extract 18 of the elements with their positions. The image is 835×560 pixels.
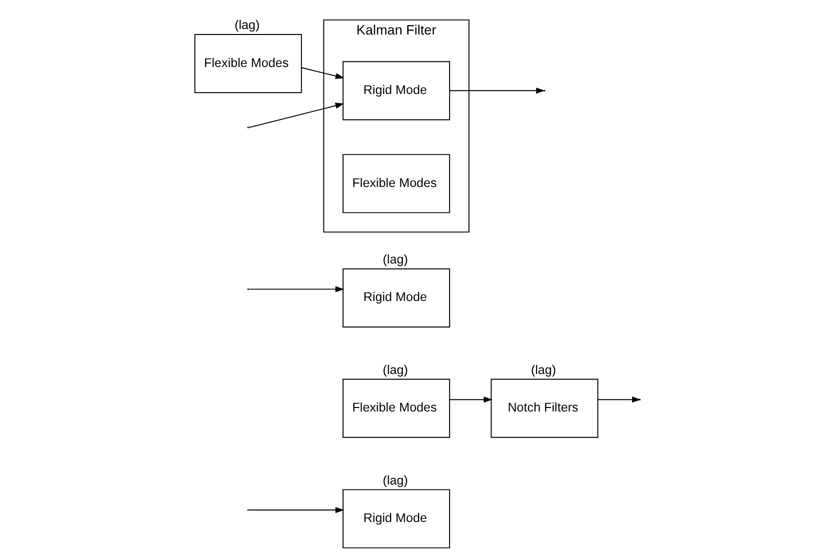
node-box: Rigid Mode xyxy=(342,489,450,548)
node-box: Rigid Mode xyxy=(342,268,450,328)
node-box: Flexible Modes xyxy=(342,378,450,438)
node-box: Flexible Modes xyxy=(194,34,302,94)
node-box: Rigid Mode xyxy=(342,61,450,120)
arrow xyxy=(248,102,344,128)
arrow xyxy=(301,67,344,80)
node-label: (lag) xyxy=(382,252,408,266)
node-box: Notch Filters xyxy=(490,378,598,438)
node-label: (lag) xyxy=(530,362,556,377)
node-label: (lag) xyxy=(234,18,260,32)
node-label: (lag) xyxy=(382,362,408,377)
arrow xyxy=(449,88,545,94)
arrow xyxy=(248,506,344,514)
arrow xyxy=(449,396,492,403)
node-box: Flexible Modes xyxy=(342,154,450,214)
arrow xyxy=(248,286,344,292)
node-label: (lag) xyxy=(382,473,408,488)
